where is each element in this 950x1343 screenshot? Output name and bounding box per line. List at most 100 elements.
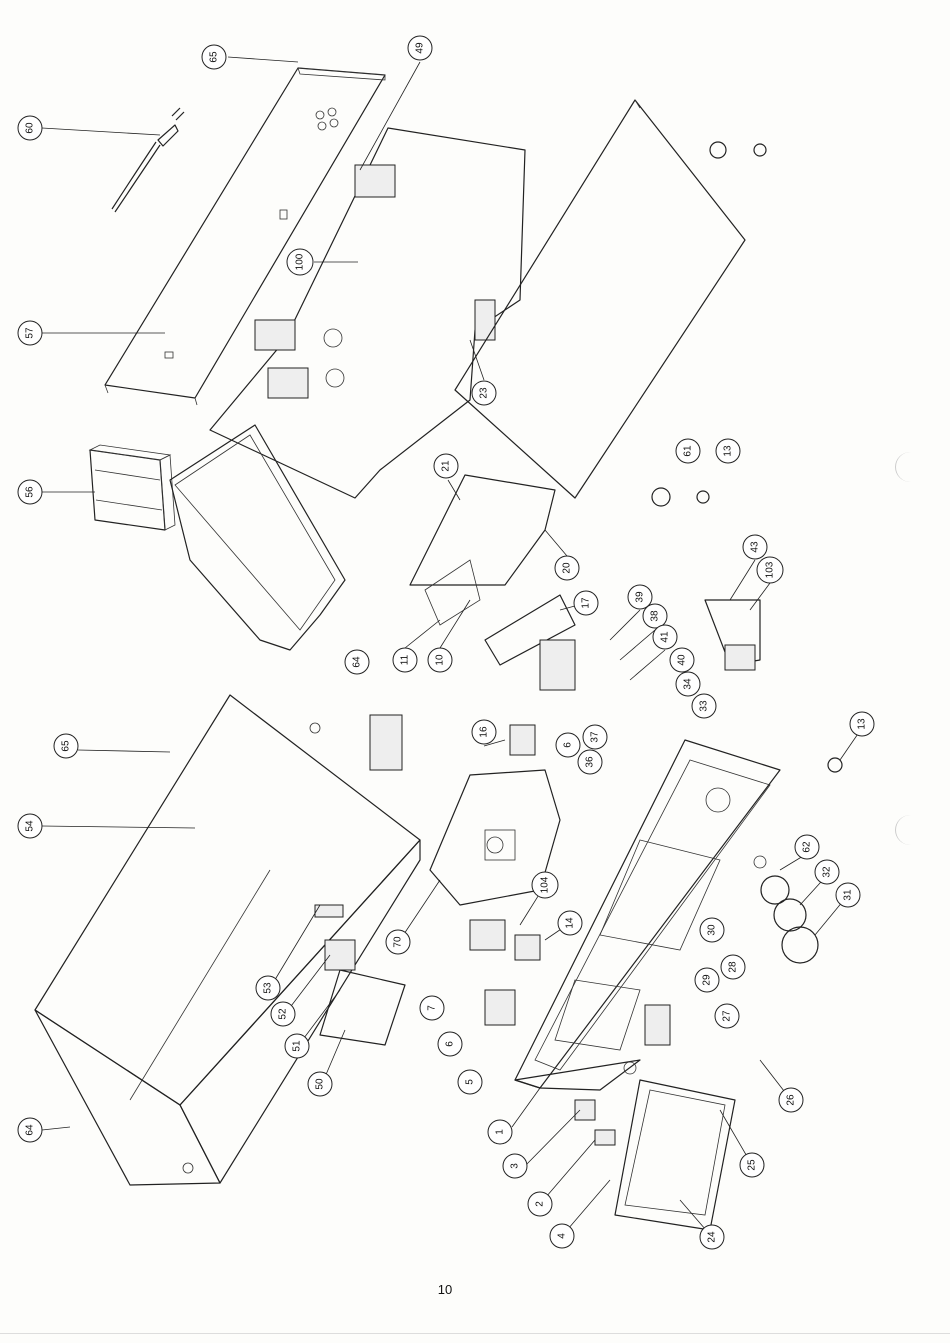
svg-text:25: 25: [747, 1159, 758, 1171]
svg-text:38: 38: [650, 610, 661, 622]
part-bubble: 2: [528, 1192, 552, 1216]
part-bubble: 7: [420, 996, 444, 1020]
part-bubble: 14: [558, 911, 582, 935]
part-bubble: 10: [428, 648, 452, 672]
part-bubble: 26: [779, 1088, 803, 1112]
part-bubble: 60: [18, 116, 42, 140]
part-bubble: 28: [721, 955, 745, 979]
part-bubble: 21: [434, 454, 458, 478]
transformer-56: [90, 445, 175, 530]
svg-text:41: 41: [660, 631, 671, 643]
svg-text:21: 21: [441, 460, 452, 472]
svg-text:30: 30: [707, 924, 718, 936]
svg-text:20: 20: [562, 562, 573, 574]
part-bubble: 11: [393, 648, 417, 672]
svg-text:65: 65: [61, 740, 72, 752]
svg-text:53: 53: [263, 982, 274, 994]
part-bubble: 64: [18, 1118, 42, 1142]
part-bubble: 32: [815, 860, 839, 884]
svg-text:104: 104: [540, 876, 551, 893]
page-number: 10: [425, 1282, 465, 1297]
display-window-24: [615, 1080, 735, 1230]
part-bubble: 5: [458, 1070, 482, 1094]
part-bubble: 51: [285, 1034, 309, 1058]
part-bubble: 57: [18, 321, 42, 345]
svg-text:39: 39: [635, 591, 646, 603]
part-bubble: 103: [757, 557, 783, 583]
svg-text:24: 24: [707, 1231, 718, 1243]
svg-text:10: 10: [435, 654, 446, 666]
svg-text:6: 6: [445, 1041, 456, 1047]
small-parts: [470, 920, 670, 1145]
top-plate-57: [105, 68, 385, 405]
svg-text:32: 32: [822, 866, 833, 878]
part-bubble: 62: [795, 835, 819, 859]
potentiometer-43: [705, 600, 760, 670]
svg-text:50: 50: [315, 1078, 326, 1090]
part-bubble: 64: [345, 650, 369, 674]
svg-text:29: 29: [702, 974, 713, 986]
svg-text:13: 13: [857, 718, 868, 730]
part-bubble: 30: [700, 918, 724, 942]
svg-text:60: 60: [25, 122, 36, 134]
svg-text:57: 57: [25, 327, 36, 339]
part-bubble: 13: [716, 439, 740, 463]
svg-text:28: 28: [728, 961, 739, 973]
svg-text:36: 36: [585, 756, 596, 768]
part-bubble: 53: [256, 976, 280, 1000]
part-bubble: 23: [472, 381, 496, 405]
svg-text:31: 31: [843, 889, 854, 901]
svg-text:1: 1: [495, 1129, 506, 1135]
svg-text:11: 11: [400, 654, 411, 665]
part-bubble: 50: [308, 1072, 332, 1096]
part-bubble: 16: [472, 720, 496, 744]
part-bubble: 1: [488, 1120, 512, 1144]
part-bubble: 33: [692, 694, 716, 718]
svg-text:61: 61: [683, 445, 694, 457]
part-bubble: 3: [503, 1154, 527, 1178]
svg-text:62: 62: [802, 841, 813, 853]
svg-text:70: 70: [393, 936, 404, 948]
svg-text:37: 37: [590, 731, 601, 743]
part-bubble: 17: [574, 591, 598, 615]
svg-text:33: 33: [699, 700, 710, 712]
svg-text:100: 100: [295, 253, 306, 270]
svg-text:17: 17: [581, 597, 592, 609]
svg-text:49: 49: [415, 42, 426, 54]
part-bubble: 6: [556, 733, 580, 757]
part-bubble: 38: [643, 604, 667, 628]
svg-text:3: 3: [510, 1163, 521, 1169]
part-bubble: 61: [676, 439, 700, 463]
svg-text:56: 56: [25, 486, 36, 498]
svg-text:4: 4: [557, 1233, 568, 1239]
svg-text:103: 103: [765, 561, 776, 578]
svg-text:34: 34: [683, 678, 694, 690]
cabinet-54: [35, 695, 420, 1185]
chassis-plate-100: [210, 128, 525, 498]
cassette-door-50: [315, 905, 405, 1045]
svg-text:26: 26: [786, 1094, 797, 1106]
bottom-plate: [455, 100, 745, 498]
part-bubble: 65: [202, 45, 226, 69]
svg-text:7: 7: [427, 1005, 438, 1011]
side-bracket: [370, 715, 402, 770]
svg-text:64: 64: [352, 656, 363, 668]
part-bubble: 27: [715, 1004, 739, 1028]
knob-assembly: [754, 856, 818, 963]
svg-text:23: 23: [479, 387, 490, 399]
part-bubble: 65: [54, 734, 78, 758]
circuit-board-21: [410, 475, 555, 625]
part-bubble: 6: [438, 1032, 462, 1056]
mechanism-frame: [170, 425, 345, 650]
part-bubble: 29: [695, 968, 719, 992]
part-bubbles: 65 49 60 100 57 23 56 21 20 11 10 17 39 …: [18, 36, 874, 1249]
svg-text:14: 14: [565, 917, 576, 929]
svg-text:51: 51: [292, 1040, 303, 1052]
part-bubble: 70: [386, 930, 410, 954]
part-bubble: 20: [555, 556, 579, 580]
part-bubble: 37: [583, 725, 607, 749]
part-bubble: 13: [850, 712, 874, 736]
svg-text:5: 5: [465, 1079, 476, 1085]
